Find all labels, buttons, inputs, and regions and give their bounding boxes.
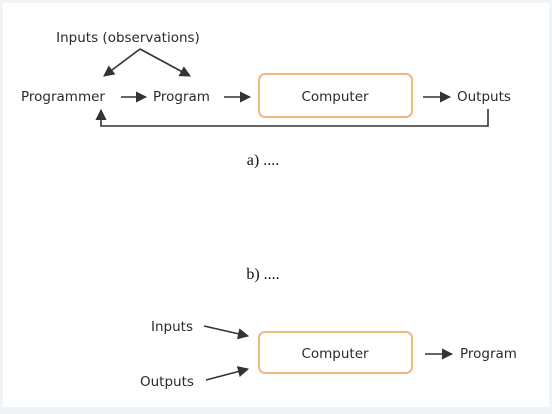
computer-label-b: Computer [301, 346, 369, 362]
diagram-b: Inputs Outputs Computer Program [140, 319, 517, 390]
computer-box-b [258, 331, 413, 374]
arrow-inputs-to-programmer [103, 48, 141, 77]
outputs-label: Outputs [457, 89, 511, 105]
caption-a: a) .... [247, 152, 279, 169]
inputs-observations-label: Inputs (observations) [56, 30, 200, 46]
feedback-arrow [95, 108, 489, 127]
arrow-outputs-to-computer [205, 366, 250, 381]
programmer-label: Programmer [21, 89, 105, 105]
arrow-inputs-to-computer [203, 325, 250, 340]
arrow-inputs-to-program [139, 48, 191, 77]
program-output-label: Program [460, 346, 517, 362]
caption-b: b) .... [246, 266, 279, 283]
computer-label: Computer [301, 89, 369, 105]
inputs-label: Inputs [151, 319, 193, 335]
program-label: Program [153, 89, 210, 105]
computer-box [258, 73, 413, 118]
outputs-input-label: Outputs [140, 374, 194, 390]
diagram-a: Inputs (observations) Programmer Program… [21, 30, 511, 127]
